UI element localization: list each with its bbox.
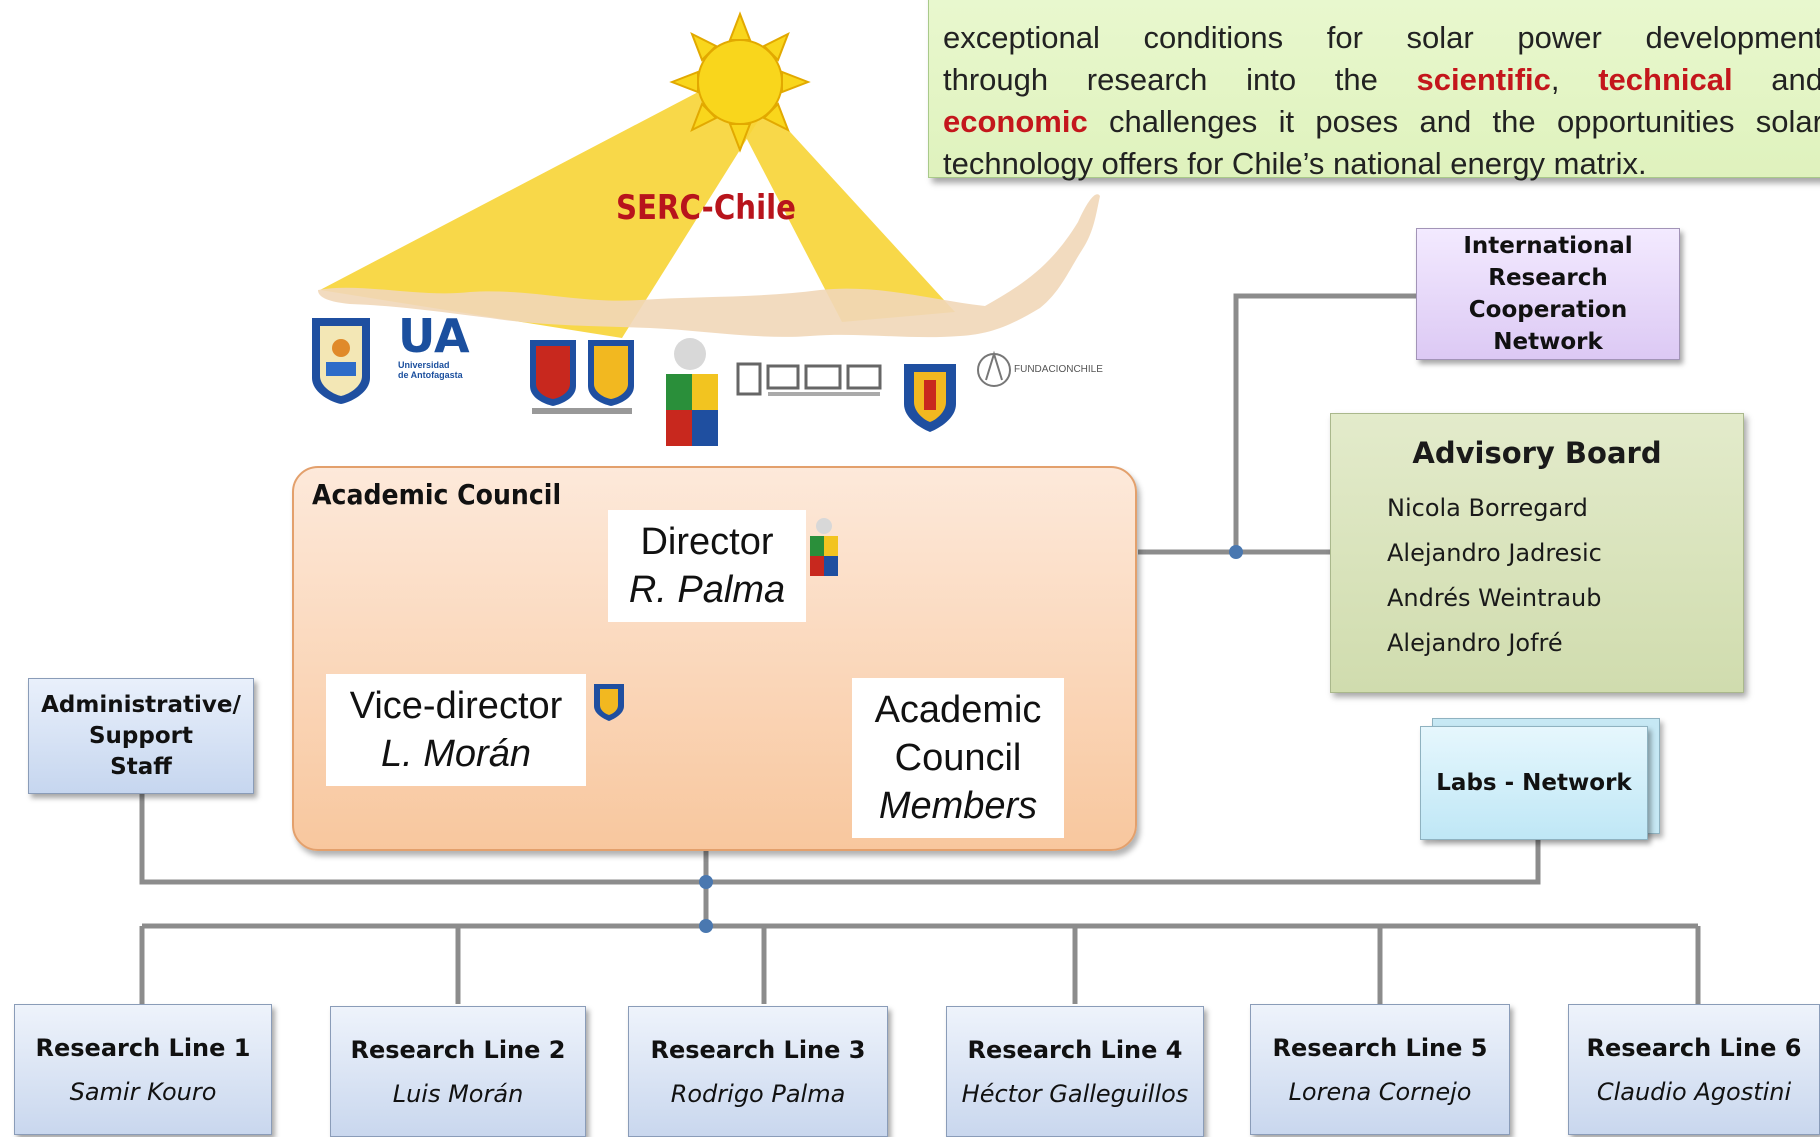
- advisory-member: Nicola Borregard: [1387, 494, 1588, 522]
- sun-ray-left: [320, 90, 760, 338]
- university-shield-logo-4: [666, 338, 718, 446]
- mission-line-2: through research into the scientific, te…: [943, 59, 1820, 101]
- research-line-title: Research Line 4: [967, 1035, 1183, 1064]
- university-shield-logo-1: [312, 318, 370, 404]
- advisory-board-box: Advisory Board Nicola Borregard Alejandr…: [1330, 413, 1744, 693]
- vice-director-role: Vice-director: [349, 685, 563, 727]
- research-line-lead: Rodrigo Palma: [670, 1079, 846, 1108]
- university-shield-logo-3: [530, 340, 634, 414]
- highlight-economic: economic: [943, 104, 1088, 139]
- mission-text-box: exceptional conditions for solar power d…: [928, 0, 1820, 181]
- university-logo-5: [736, 362, 882, 396]
- sun-icon: [669, 11, 811, 153]
- director-role: Director: [640, 521, 774, 563]
- vice-director-box: Vice-director L. Morán: [326, 674, 586, 786]
- university-shield-logo-6: [904, 364, 956, 432]
- research-line-title: Research Line 1: [35, 1033, 251, 1062]
- members-line-2: Council: [894, 737, 1022, 779]
- research-line-box: Research Line 5 Lorena Cornejo: [1250, 1004, 1510, 1135]
- admin-line-3: Staff: [110, 753, 172, 780]
- mission-line-4: technology offers for Chile’s national e…: [943, 146, 1647, 181]
- mission-sep-1: ,: [1550, 62, 1599, 97]
- research-line-lead: Luis Morán: [392, 1079, 524, 1108]
- advisory-member: Andrés Weintraub: [1387, 584, 1602, 612]
- advisory-member: Alejandro Jadresic: [1387, 539, 1602, 567]
- research-line-title: Research Line 2: [350, 1035, 566, 1064]
- advisory-board-title: Advisory Board: [1412, 436, 1662, 470]
- research-line-lead: Claudio Agostini: [1596, 1077, 1792, 1106]
- research-line-box: Research Line 2 Luis Morán: [330, 1006, 586, 1137]
- intl-line-1: International: [1463, 233, 1633, 259]
- labs-network-stack: Labs - Network: [1420, 718, 1660, 840]
- admin-line-2: Support: [88, 722, 193, 749]
- ua-logo-sub-1: Universidad: [398, 360, 450, 370]
- sun-ray-right: [736, 110, 955, 322]
- fundacion-chile-text: FUNDACIONCHILE: [1014, 364, 1103, 375]
- admin-line-1: Administrative/: [41, 691, 241, 718]
- members-line-3-text: Members: [878, 785, 1038, 827]
- mission-line-1: exceptional conditions for solar power d…: [943, 20, 1820, 55]
- research-line-box: Research Line 1 Samir Kouro: [14, 1004, 272, 1135]
- mission-line-2-text: through research into the: [943, 62, 1417, 97]
- mission-line-3-text: challenges it poses and the opportunitie…: [1087, 104, 1820, 139]
- director-name: R. Palma: [629, 566, 785, 614]
- research-line-lead: Héctor Galleguillos: [961, 1079, 1189, 1108]
- director-university-logo: [810, 518, 838, 576]
- labs-network-label: Labs - Network: [1436, 770, 1632, 796]
- ua-logo: UA Universidad de Antofagasta: [398, 312, 508, 392]
- vice-director-name-text: L. Morán: [381, 733, 531, 775]
- members-line-1: Academic: [874, 689, 1042, 731]
- research-line-box: Research Line 3 Rodrigo Palma: [628, 1006, 888, 1137]
- vice-director-name: L. Morán: [381, 730, 531, 778]
- chile-map-silhouette: [318, 194, 1100, 338]
- administrative-staff-box: Administrative/ Support Staff: [28, 678, 254, 794]
- director-name-text: R. Palma: [628, 569, 786, 611]
- highlight-technical: technical: [1598, 62, 1733, 97]
- director-box: Director R. Palma: [608, 510, 806, 622]
- research-line-box: Research Line 4 Héctor Galleguillos: [946, 1006, 1204, 1137]
- research-line-title: Research Line 6: [1586, 1033, 1802, 1062]
- labs-network-box: Labs - Network: [1420, 726, 1648, 840]
- international-research-network-box: International Research Cooperation Netwo…: [1416, 228, 1680, 360]
- research-line-lead: Lorena Cornejo: [1288, 1077, 1472, 1106]
- intl-line-2: Research: [1488, 265, 1608, 291]
- advisory-member: Alejandro Jofré: [1387, 629, 1563, 657]
- ua-logo-text: UA: [398, 309, 470, 363]
- fundacion-seal-icon: [977, 350, 1011, 387]
- intl-line-3: Cooperation: [1468, 297, 1628, 323]
- serc-chile-label: SERC-Chile: [616, 188, 796, 228]
- fundacion-chile-logo: FUNDACIONCHILE: [974, 346, 1144, 396]
- research-line-title: Research Line 5: [1272, 1033, 1488, 1062]
- research-line-box: Research Line 6 Claudio Agostini: [1568, 1004, 1820, 1135]
- highlight-scientific: scientific: [1416, 62, 1551, 97]
- academic-council-members-box: Academic Council Members: [852, 678, 1064, 838]
- research-line-lead: Samir Kouro: [69, 1077, 217, 1106]
- academic-council-title: Academic Council: [312, 478, 562, 511]
- members-line-3: Members: [879, 782, 1037, 830]
- research-line-title: Research Line 3: [650, 1035, 866, 1064]
- ua-logo-sub-2: de Antofagasta: [398, 370, 463, 380]
- intl-line-4: Network: [1493, 329, 1603, 355]
- mission-line-3: economic challenges it poses and the opp…: [943, 101, 1820, 143]
- mission-sep-2: and: [1732, 62, 1820, 97]
- vice-director-university-logo: [594, 684, 624, 721]
